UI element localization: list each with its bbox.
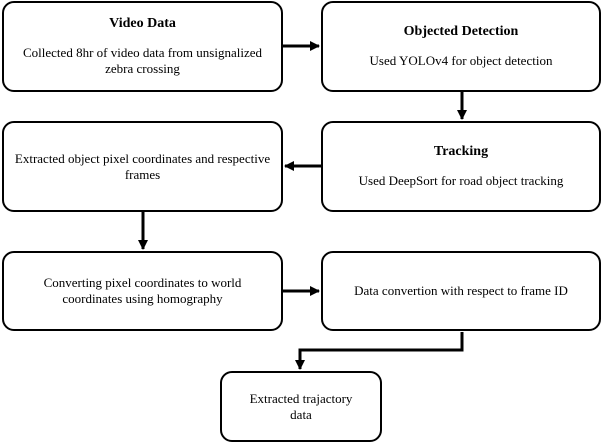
node-data-convertion: Data convertion with respect to frame ID [321, 251, 601, 331]
node-video-data: Video Data Collected 8hr of video data f… [2, 1, 283, 92]
node-text: Converting pixel coordinates to world [43, 275, 242, 290]
node-title: Video Data [109, 16, 176, 31]
node-title: Objected Detection [403, 24, 519, 39]
node-text: frames [124, 167, 161, 182]
node-text: Used YOLOv4 for object detection [369, 53, 553, 68]
node-tracking: Tracking Used DeepSort for road object t… [321, 121, 601, 212]
node-title: Tracking [433, 144, 489, 159]
node-text: coordinates using homography [62, 291, 223, 306]
node-extracted-pixel: Extracted object pixel coordinates and r… [2, 121, 283, 212]
node-text: Extracted object pixel coordinates and r… [14, 151, 271, 166]
node-converting: Converting pixel coordinates to world co… [2, 251, 283, 331]
node-text: Used DeepSort for road object tracking [358, 173, 564, 188]
node-text: zebra crossing [105, 61, 180, 76]
node-text: Data convertion with respect to frame ID [354, 283, 568, 298]
node-text: Collected 8hr of video data from unsigna… [23, 45, 262, 60]
node-text: Extracted trajactory [249, 390, 353, 406]
node-object-detection: Objected Detection Used YOLOv4 for objec… [321, 1, 601, 92]
node-text: data [290, 406, 312, 422]
arrow-dataconv-to-trajectory [295, 332, 464, 370]
node-trajectory: Extracted trajactory data [220, 371, 382, 442]
